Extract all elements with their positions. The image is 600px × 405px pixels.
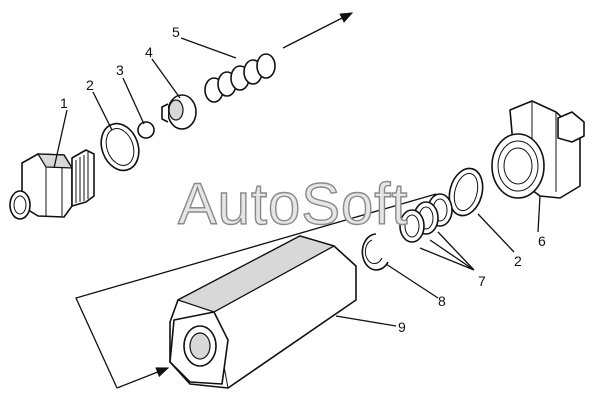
part-9-hex-body [169,235,357,389]
watermark-text: AutoSoft [178,172,408,237]
part-3-ball [137,121,155,139]
part-7-ring-set [399,193,453,243]
part-4-valve-seat [161,94,197,130]
assembly-path-line [75,12,437,389]
callout-leaders [53,37,541,327]
callout-7: 7 [478,273,486,289]
callout-1: 1 [60,95,68,111]
callout-2-right: 2 [514,253,522,269]
callout-2-left: 2 [86,77,94,93]
callout-8: 8 [438,293,446,309]
part-2-o-ring-left [100,122,140,172]
part-2-o-ring-right [448,167,484,217]
part-5-spring [204,53,276,103]
callout-3: 3 [116,62,124,78]
part-6-fitting [491,100,585,199]
callout-4: 4 [145,44,153,60]
part-1-fitting [9,149,95,220]
part-8-split-ring [361,233,389,271]
callout-5: 5 [172,24,180,40]
callout-9: 9 [398,319,406,335]
callout-6: 6 [538,233,546,249]
